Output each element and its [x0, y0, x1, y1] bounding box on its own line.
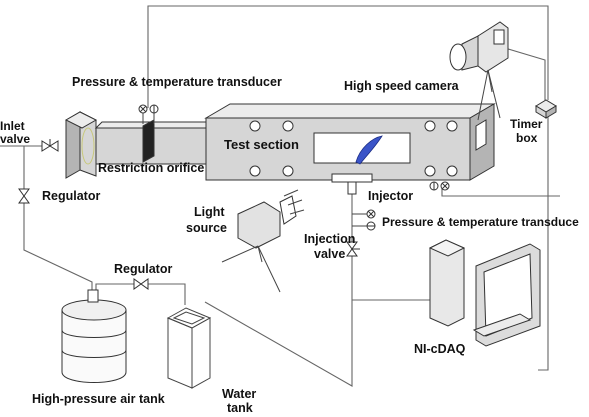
label-pt-right: Pressure & temperature transduce	[382, 215, 579, 229]
pt-right-signal-line	[442, 186, 560, 196]
label-injection-valve-1: Injection	[304, 232, 355, 246]
label-inlet-1: Inlet	[0, 119, 25, 133]
camera-timer-line	[505, 48, 545, 100]
high-pressure-air-tank	[62, 290, 126, 383]
label-air-tank: High-pressure air tank	[32, 392, 165, 406]
label-water-2: tank	[227, 401, 253, 415]
restriction-orifice-plate	[143, 120, 154, 162]
light-source	[222, 190, 304, 292]
label-light-1: Light	[194, 205, 225, 219]
inlet-valve-icon	[42, 139, 58, 151]
regulator-left-icon	[19, 189, 29, 203]
water-tank	[168, 308, 210, 388]
label-regulator-left: Regulator	[42, 189, 100, 203]
label-ni-cdaq: NI-cDAQ	[414, 342, 466, 356]
label-water-1: Water	[222, 387, 256, 401]
pt-injection-sensors	[352, 210, 375, 230]
label-regulator-bottom: Regulator	[114, 262, 172, 276]
timer-daq-line	[538, 114, 548, 370]
label-inlet-2: valve	[0, 132, 30, 146]
ni-cdaq-computer	[430, 240, 540, 346]
label-timer-2: box	[516, 131, 538, 145]
regulator-bottom-icon	[134, 279, 148, 289]
label-timer-1: Timer	[510, 117, 543, 131]
timer-box	[536, 100, 556, 118]
label-injector: Injector	[368, 189, 413, 203]
injector-assembly	[332, 174, 372, 194]
restriction-duct	[96, 105, 214, 164]
label-injection-valve-2: valve	[314, 247, 345, 261]
pt-right-sensors	[430, 182, 449, 190]
label-test-section: Test section	[224, 137, 299, 152]
label-restriction-orifice: Restriction orifice	[98, 161, 204, 175]
label-pt-top: Pressure & temperature transducer	[72, 75, 282, 89]
label-light-2: source	[186, 221, 227, 235]
label-high-speed-camera: High speed camera	[344, 79, 460, 93]
inlet-plenum	[66, 112, 96, 178]
